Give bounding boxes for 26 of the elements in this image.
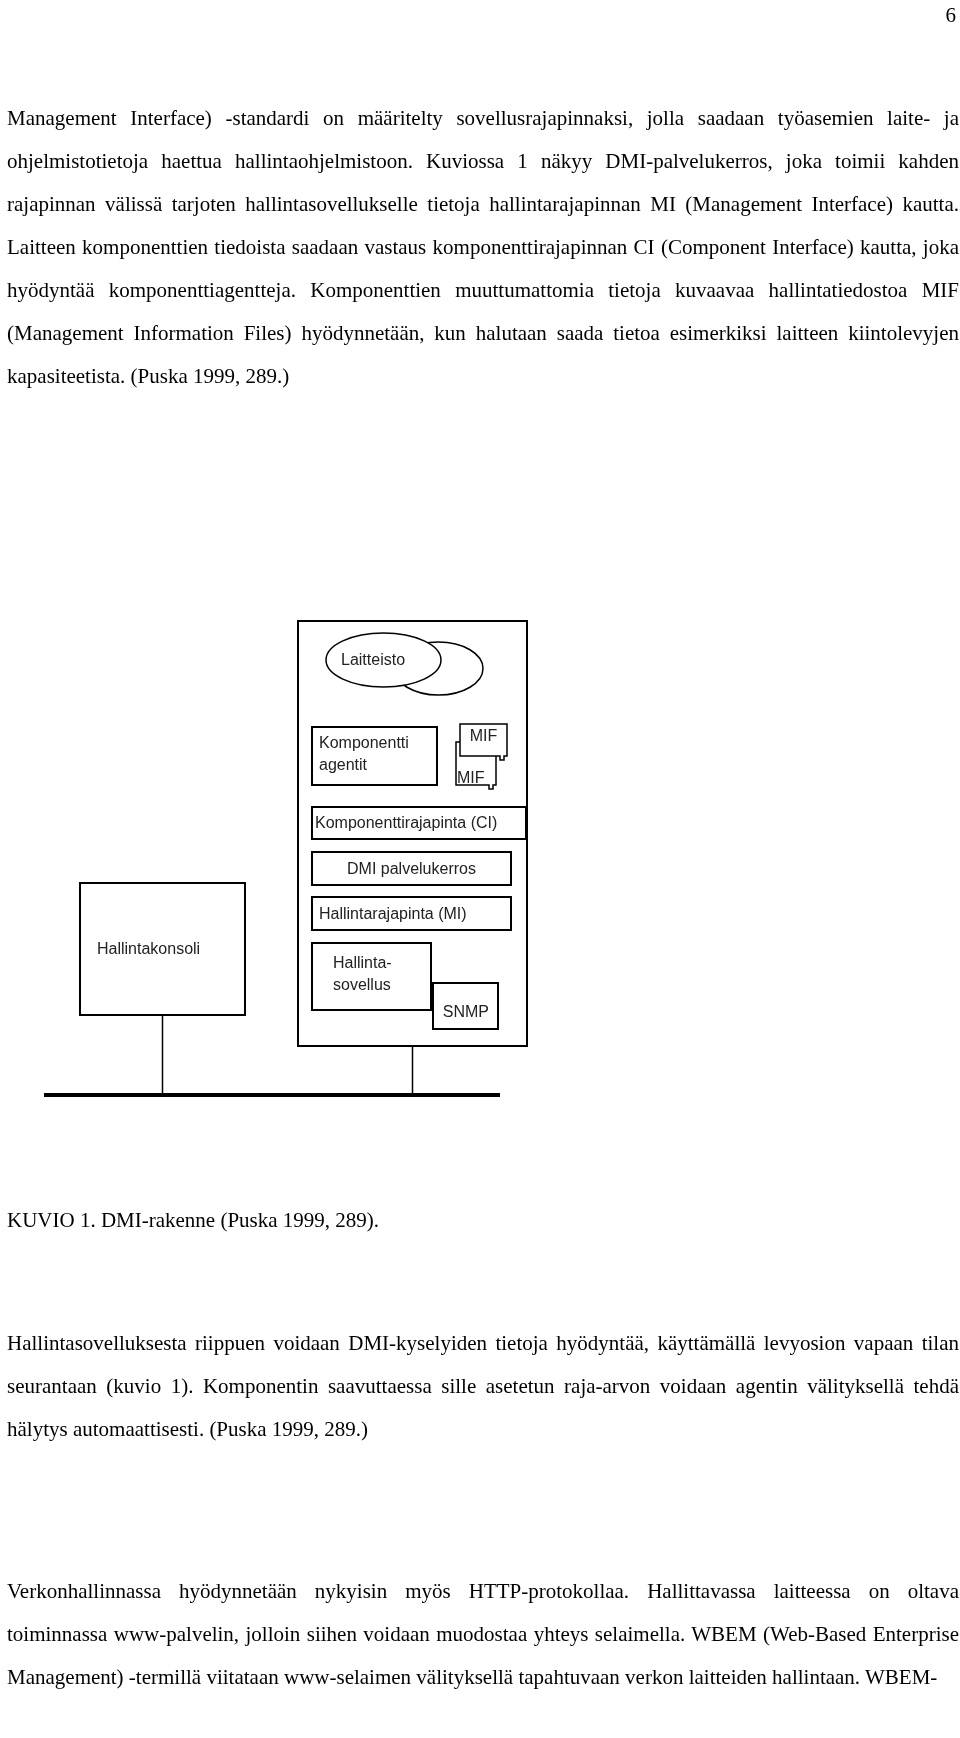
paragraph: Management Interface) -standardi on määritelty sovellusrajapinnaksi, jolla saadaan työasemien laite- ja ohjelmistotietoja haettua hallintaohjelmistoon. Kuviossa 1 näkyy DMI-palvelukerros, joka toimii kahden rajapinnan välissä tarjoten hallintasovellukselle tietoja hallintarajapinnan MI (Management Interface) kautta. Laitteen komponenttien tiedoista saadaan vastaus komponenttirajapinnan CI (Component Interface) kautta, joka hyödyntää komponenttiagentteja. Komponenttien muuttumattomia tietoja kuvaavaa hallintatiedostoa MIF (Management Information Files) hyödynnetään, kun halutaan saada tietoa esimerkiksi laitteen kiintolevyjen kapasiteetista. (Puska 1999, 289.)	[7, 105, 959, 390]
node-label: Hallinta-sovellus	[333, 953, 392, 995]
node-label: Komponenttirajapinta (CI)	[315, 813, 498, 833]
component-box	[432, 982, 499, 1030]
component-box	[79, 882, 246, 1016]
figure-caption: KUVIO 1. DMI-rakenne (Puska 1999, 289).	[7, 1207, 380, 1234]
connector-line	[411, 1046, 414, 1094]
connector-line	[161, 1015, 164, 1094]
node-label: MIF	[469, 726, 498, 746]
paragraph: Verkonhallinnassa hyödynnetään nykyisin myös HTTP-protokollaa. Hallittavassa laitteessa on oltava toiminnassa www-palvelin, jolloin siihen voidaan muodostaa yhteys selaimella. WBEM (Web-Based Enterprise Management) -termillä viitataan www-selaimen välityksellä tapahtuvaan verkon laitteiden hallintaan. WBEM-	[7, 1578, 959, 1691]
page-number: 6	[945, 2, 956, 29]
node-label: Komponentti agentit	[319, 733, 410, 775]
node-label: SNMP	[442, 1002, 489, 1022]
component-box	[311, 806, 527, 840]
device-box	[297, 620, 528, 1047]
node-label: DMI palvelukerros	[347, 858, 476, 879]
paragraph: Hallintasovelluksesta riippuen voidaan DMI-kyselyiden tietoja hyödyntää, käyttämällä levyosion vapaan tilan seurantaan (kuvio 1). Komponentin saavuttaessa sille asetetun raja-arvon voidaan agentin välityksellä tehdä hälytys automaattisesti. (Puska 1999, 289.)	[7, 1330, 959, 1443]
node-label: Laitteisto	[341, 650, 406, 670]
node-label: MIF	[457, 768, 485, 788]
component-box	[311, 942, 432, 1011]
network-bus	[44, 1093, 500, 1097]
component-box	[311, 851, 512, 886]
node-label: Hallintarajapinta (MI)	[319, 903, 467, 924]
component-box	[311, 896, 512, 931]
node-label: Hallintakonsoli	[97, 939, 201, 959]
component-box	[311, 726, 438, 786]
